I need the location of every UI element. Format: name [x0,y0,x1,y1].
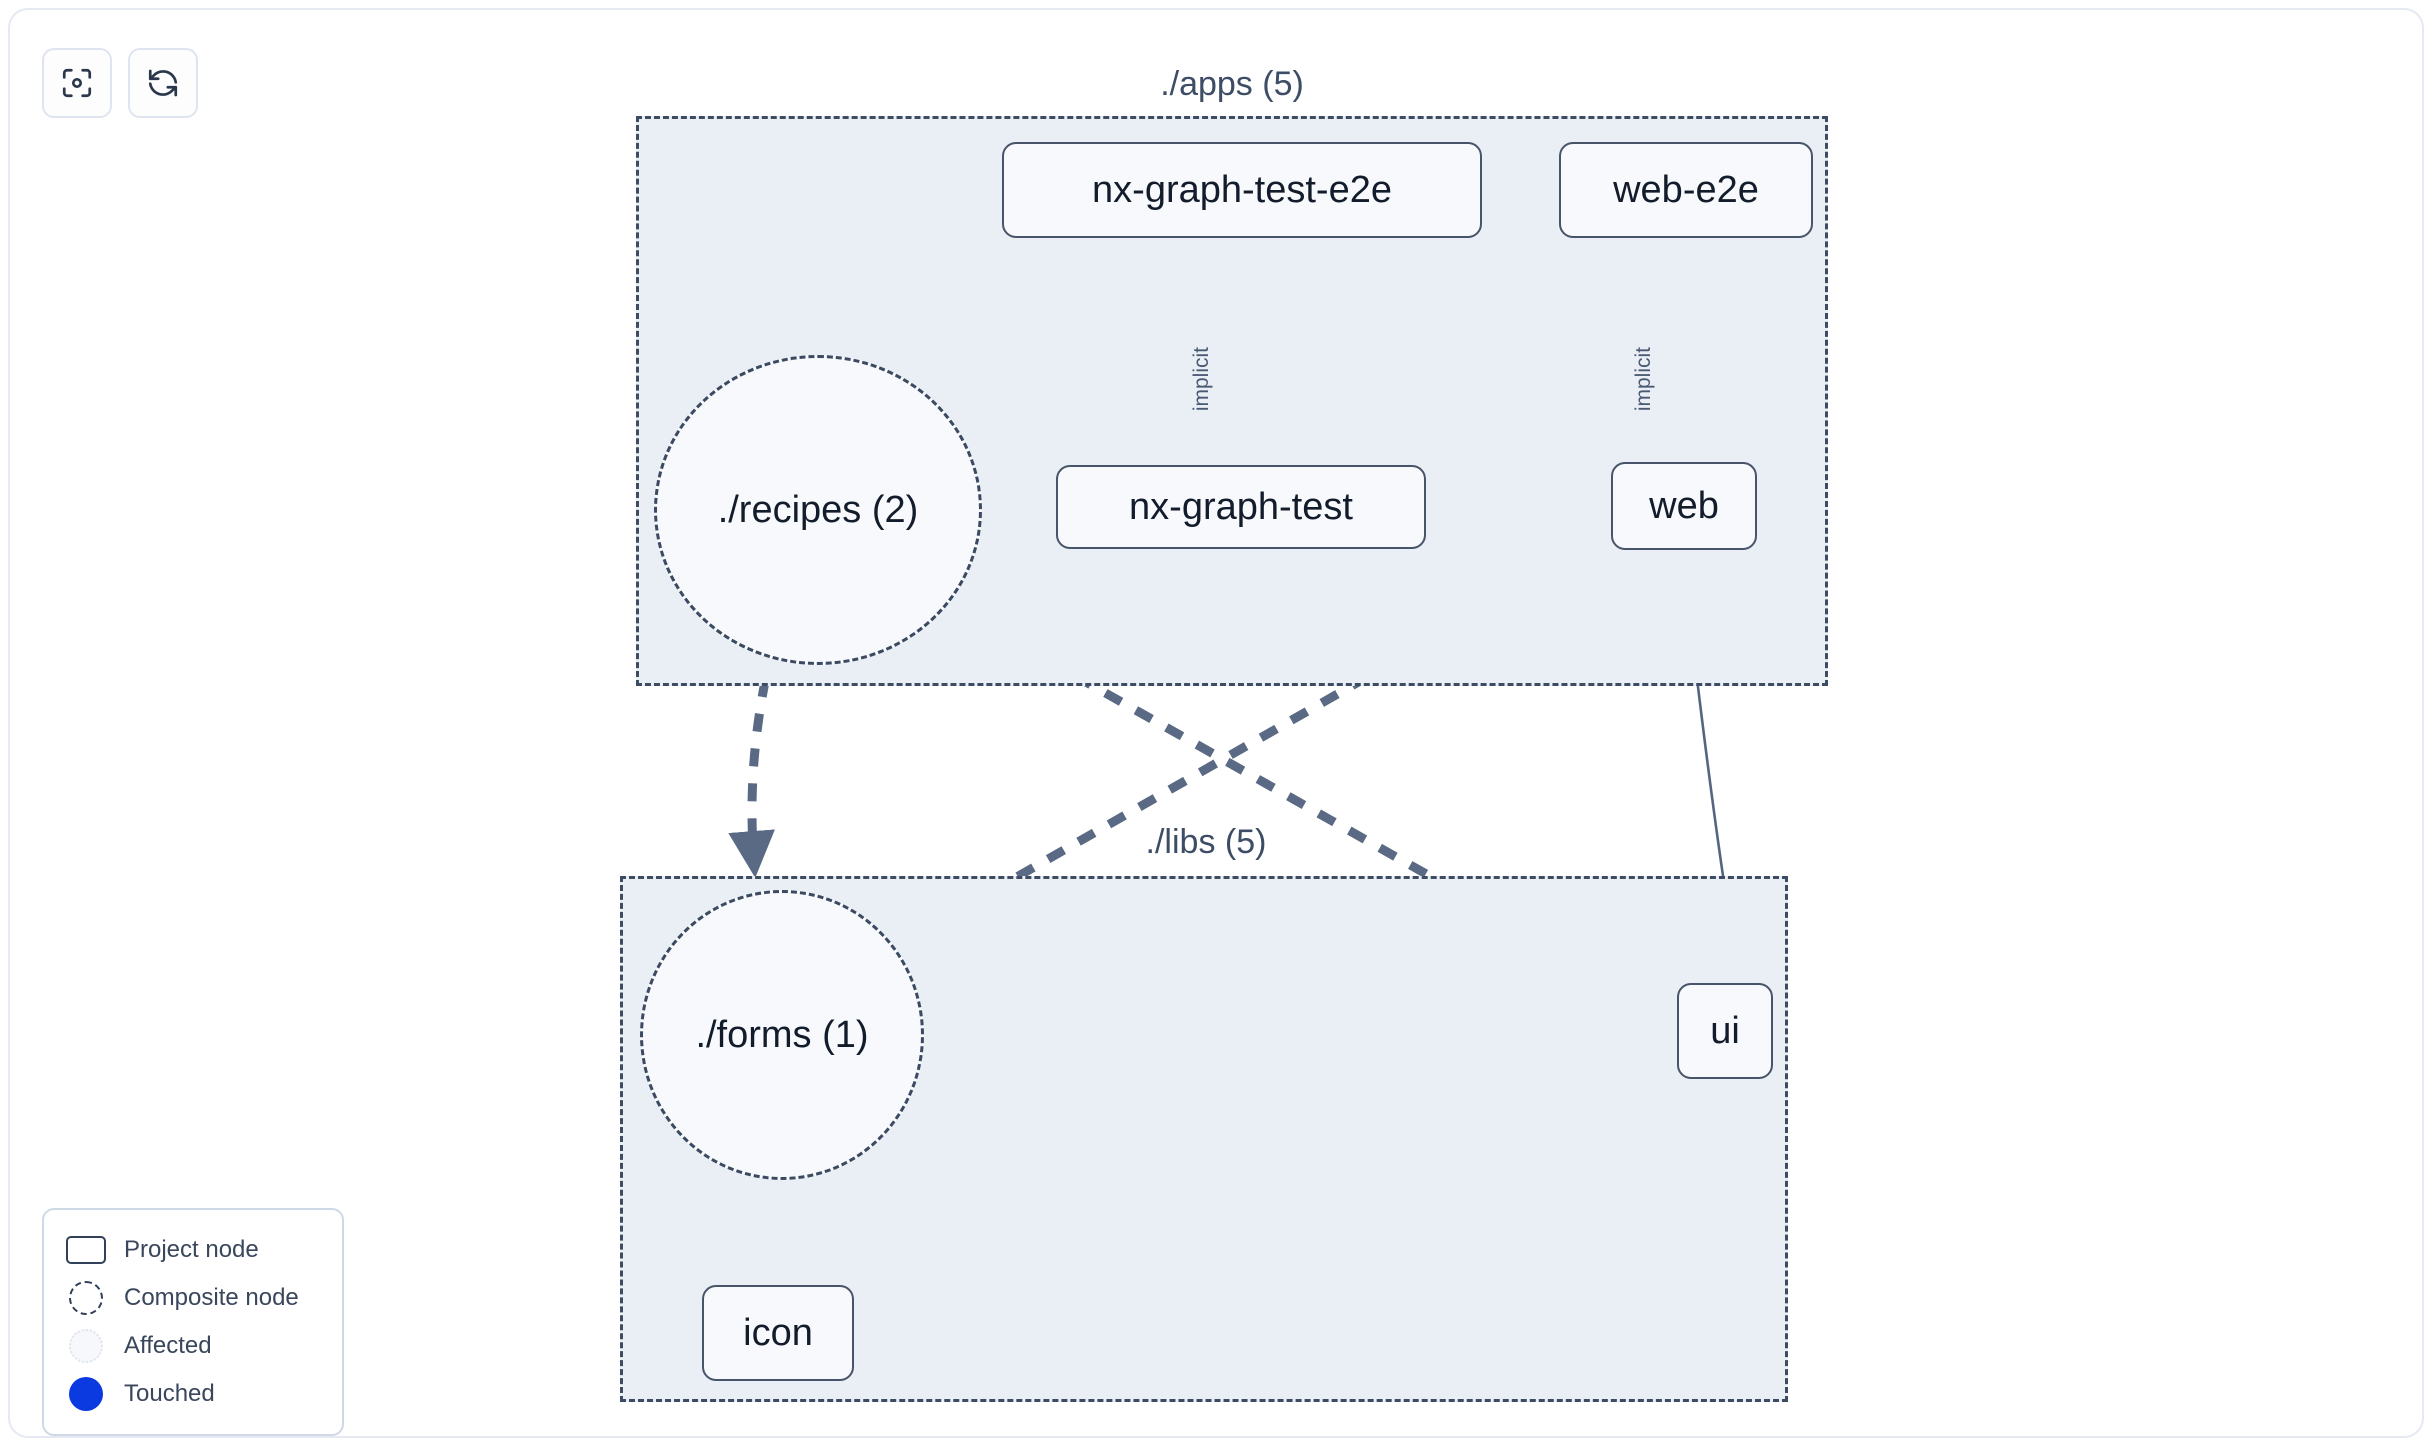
project-node-swatch-icon [62,1236,110,1264]
composite-node-swatch-icon [62,1281,110,1315]
legend-item-composite-node: Composite node [62,1274,324,1322]
legend-item-touched: Touched [62,1370,324,1418]
legend-item-touched-label: Touched [124,1380,215,1407]
project-node-ui[interactable]: ui [1677,983,1773,1079]
graph-toolbar [42,48,198,118]
graph-nodes-layer: ./apps (5) ./libs (5) ./recipes (2) ./fo… [10,10,2434,1446]
composite-node-forms-label: ./forms (1) [695,1013,869,1056]
project-node-nx-graph-test[interactable]: nx-graph-test [1056,465,1426,549]
legend-item-project-node-label: Project node [124,1236,259,1263]
group-libs-label: ./libs (5) [1145,823,1267,861]
project-node-ui-label: ui [1710,1009,1740,1052]
composite-node-recipes[interactable]: ./recipes (2) [654,355,982,665]
refresh-graph-button[interactable] [128,48,198,118]
project-node-nx-graph-test-e2e[interactable]: nx-graph-test-e2e [1002,142,1482,238]
project-node-web[interactable]: web [1611,462,1757,550]
focus-graph-button[interactable] [42,48,112,118]
project-node-web-label: web [1649,484,1719,527]
legend-item-affected: Affected [62,1322,324,1370]
project-node-icon[interactable]: icon [702,1285,854,1381]
composite-node-recipes-label: ./recipes (2) [717,488,919,531]
graph-legend: Project node Composite node Affected Tou… [42,1208,344,1436]
touched-swatch-icon [62,1377,110,1411]
edge-label-implicit-web: implicit [1632,347,1656,412]
project-node-icon-label: icon [743,1311,813,1354]
project-node-nx-graph-test-e2e-label: nx-graph-test-e2e [1092,168,1392,211]
legend-item-project-node: Project node [62,1226,324,1274]
affected-swatch-icon [62,1329,110,1363]
project-node-nx-graph-test-label: nx-graph-test [1129,485,1353,528]
project-node-web-e2e-label: web-e2e [1613,168,1759,211]
legend-item-affected-label: Affected [124,1332,212,1359]
edge-label-implicit-nx-graph-test: implicit [1190,347,1214,412]
composite-node-forms[interactable]: ./forms (1) [640,890,924,1180]
refresh-icon [146,66,180,100]
group-apps-label: ./apps (5) [1160,65,1304,103]
project-node-web-e2e[interactable]: web-e2e [1559,142,1813,238]
graph-card: ./apps (5) ./libs (5) ./recipes (2) ./fo… [8,8,2424,1438]
focus-target-icon [60,66,94,100]
legend-item-composite-node-label: Composite node [124,1284,299,1311]
